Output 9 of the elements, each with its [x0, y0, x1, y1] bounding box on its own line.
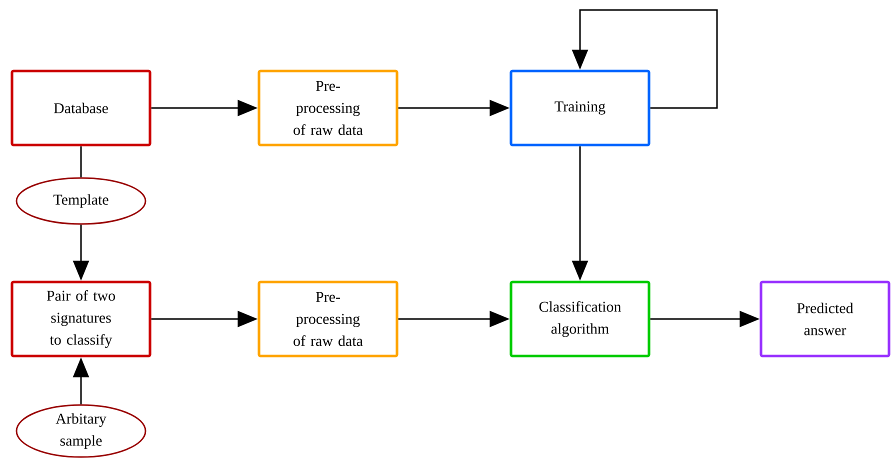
process-box: Classification algorithm [510, 280, 650, 358]
process-box: Training [510, 70, 650, 146]
process-box: Pre-processing of raw data [258, 70, 398, 146]
process-box: Predicted answer [760, 280, 890, 358]
ellipse-node: Arbitary sample [16, 404, 146, 458]
process-box: Database [10, 70, 152, 146]
process-box: Pre-processing of raw data [258, 280, 398, 358]
process-box: Pair of two signatures to classify [10, 280, 152, 358]
ellipse-node: Template [16, 177, 146, 225]
